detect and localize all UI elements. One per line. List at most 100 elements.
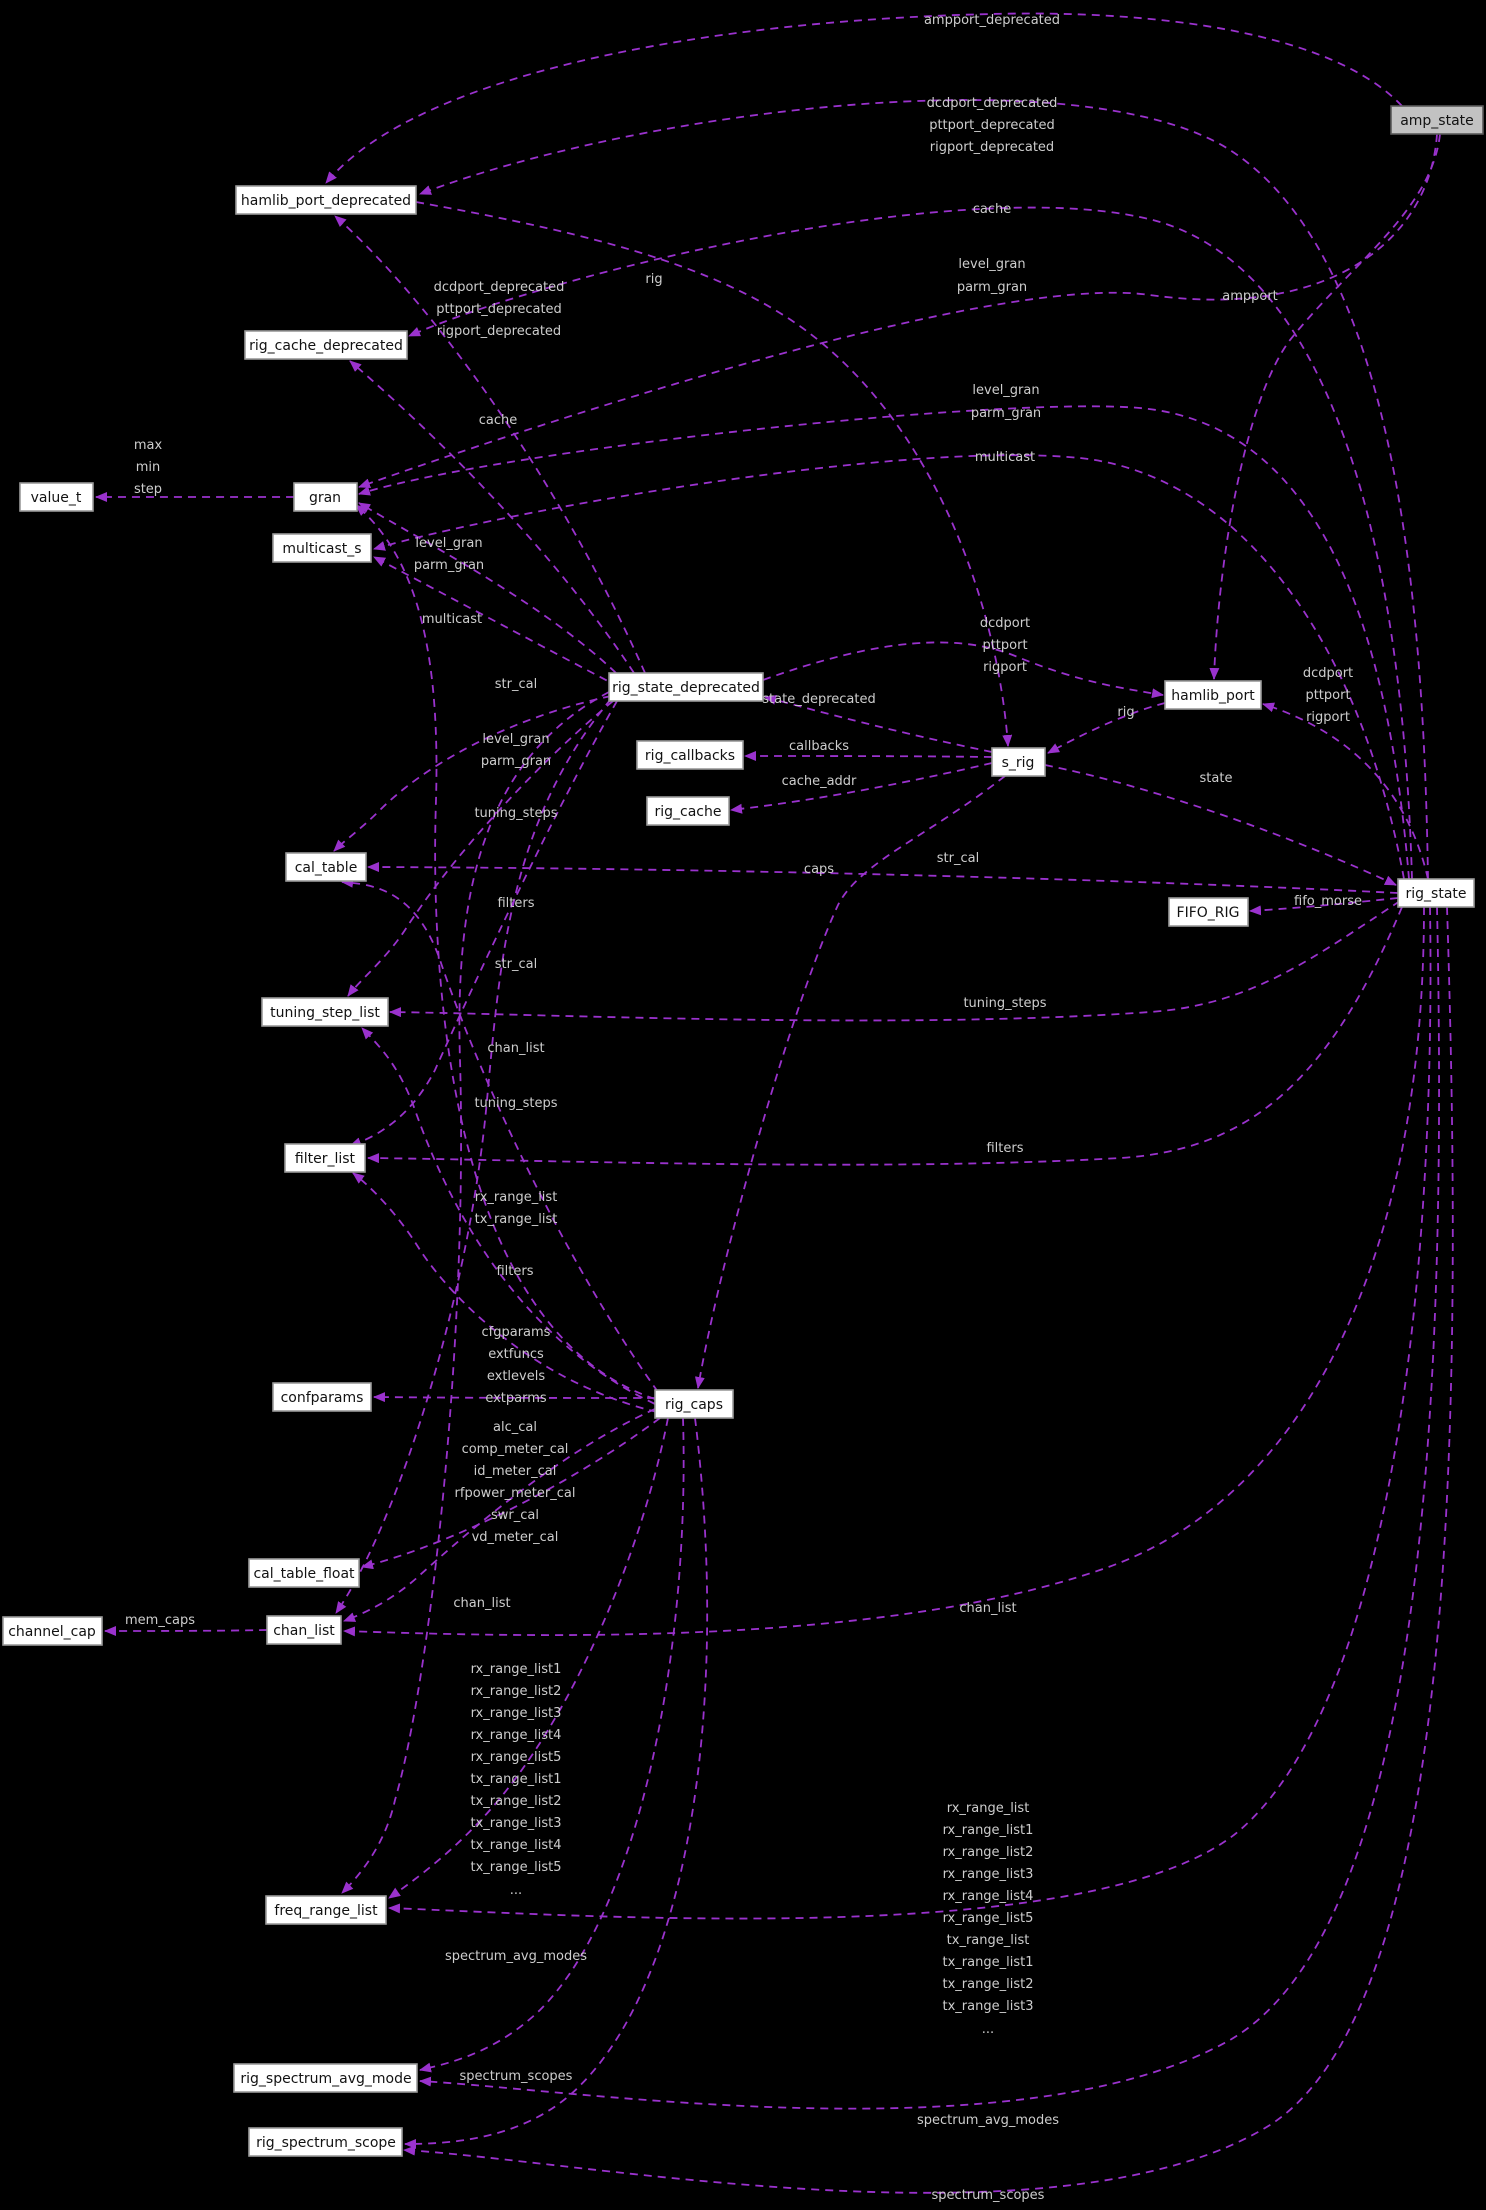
edge-rigstatedeprecated-hamlibport xyxy=(762,641,1164,699)
edge-label: tx_range_list4 xyxy=(471,1838,562,1853)
edge-rigstate-rigspectrumavgmode xyxy=(419,906,1440,2110)
node-hamlib-port-deprecated[interactable]: hamlib_port_deprecated xyxy=(235,185,417,215)
node-cal-table-float[interactable]: cal_table_float xyxy=(248,1558,360,1588)
edge-label: parm_gran xyxy=(481,754,551,769)
edge-label: rigport_deprecated xyxy=(930,140,1054,155)
node-confparams[interactable]: confparams xyxy=(272,1382,372,1412)
node-label: rig_spectrum_scope xyxy=(256,2135,396,2151)
node-label: freq_range_list xyxy=(274,1903,378,1919)
node-hamlib-port[interactable]: hamlib_port xyxy=(1164,680,1262,710)
node-label: gran xyxy=(309,490,341,506)
node-cal-table[interactable]: cal_table xyxy=(285,852,367,882)
edge-chanlist-channelcap xyxy=(104,1625,268,1636)
node-s-rig[interactable]: s_rig xyxy=(991,747,1046,777)
node-label: cal_table xyxy=(295,860,358,876)
edge-label: cache_addr xyxy=(782,774,857,789)
edge-label: tx_range_list3 xyxy=(471,1816,562,1831)
node-label: filter_list xyxy=(295,1151,356,1167)
node-freq-range-list[interactable]: freq_range_list xyxy=(265,1895,387,1925)
edge-labels: ampport_deprecated dcdport_deprecated pt… xyxy=(125,13,1362,2203)
node-rig-callbacks[interactable]: rig_callbacks xyxy=(636,740,744,770)
edge-label: ... xyxy=(982,2022,994,2037)
edge-rigcaps-chanlist xyxy=(343,1408,656,1622)
edge-ampstate-hamlibport xyxy=(1209,133,1441,680)
edge-rigstate-hamlibport xyxy=(1262,702,1429,880)
edge-label: ampport_deprecated xyxy=(924,13,1060,28)
edge-rigstate-freqrangelist xyxy=(388,906,1432,1920)
edge-label: id_meter_cal xyxy=(474,1464,557,1479)
edge-rigstate-rigspectrumscope xyxy=(403,906,1454,2194)
edge-label: vd_meter_cal xyxy=(472,1530,559,1545)
node-value-t[interactable]: value_t xyxy=(19,482,94,512)
node-rig-state-deprecated[interactable]: rig_state_deprecated xyxy=(608,672,764,702)
node-gran[interactable]: gran xyxy=(293,482,358,512)
node-label: amp_state xyxy=(1400,113,1474,129)
edge-rigstate-filterlist xyxy=(367,906,1403,1166)
edge-label: ampport xyxy=(1222,289,1278,304)
edge-label: chan_list xyxy=(959,1601,1016,1616)
node-rig-spectrum-avg-mode[interactable]: rig_spectrum_avg_mode xyxy=(233,2063,418,2093)
edge-rigstatedeprecated-filterlist xyxy=(349,700,618,1147)
node-rig-cache-deprecated[interactable]: rig_cache_deprecated xyxy=(244,330,408,360)
edge-label: rx_range_list xyxy=(947,1801,1030,1816)
node-multicast-s[interactable]: multicast_s xyxy=(272,533,372,563)
edge-label: rx_range_list2 xyxy=(471,1684,562,1699)
edge-rigcaps-caltablefloat xyxy=(361,1417,661,1570)
node-label: rig_callbacks xyxy=(645,748,735,764)
edge-label: rx_range_list4 xyxy=(943,1889,1034,1904)
node-label: s_rig xyxy=(1002,755,1035,771)
edge-rigstatedeprecated-freqrangelist xyxy=(341,691,610,1894)
edge-label: extparms xyxy=(485,1391,547,1406)
edge-srig-rigcache xyxy=(730,762,993,814)
node-rig-caps[interactable]: rig_caps xyxy=(654,1389,734,1419)
node-rig-state[interactable]: rig_state xyxy=(1397,878,1475,908)
node-label: FIFO_RIG xyxy=(1177,905,1240,921)
edge-rigstate-caltable xyxy=(367,862,1399,894)
node-tuning-step-list[interactable]: tuning_step_list xyxy=(261,997,389,1027)
edge-rigcaps-confparams xyxy=(373,1392,656,1403)
node-label: rig_cache xyxy=(655,804,722,820)
edge-label: spectrum_avg_modes xyxy=(445,1949,587,1964)
edge-label: pttport xyxy=(1305,688,1350,703)
edge-rigstate-gran xyxy=(358,405,1410,880)
node-channel-cap[interactable]: channel_cap xyxy=(2,1616,103,1646)
node-amp-state[interactable]: amp_state xyxy=(1390,105,1484,135)
edge-ampstate-hamlibportdeprecated xyxy=(325,12,1403,184)
edge-label: str_cal xyxy=(495,677,537,692)
edge-label: tx_range_list1 xyxy=(943,1955,1034,1970)
edge-ampstate-gran xyxy=(358,133,1438,489)
edge-label: rx_range_list5 xyxy=(471,1750,562,1765)
edge-label: min xyxy=(136,460,161,475)
edge-label: cache xyxy=(973,202,1012,217)
edge-label: cache xyxy=(479,413,518,428)
node-label: value_t xyxy=(31,490,82,506)
edge-label: rx_range_list4 xyxy=(471,1728,562,1743)
edge-label: pttport xyxy=(982,638,1027,653)
edge-label: parm_gran xyxy=(971,406,1041,421)
node-fifo-rig[interactable]: FIFO_RIG xyxy=(1168,897,1249,927)
edge-label: mem_caps xyxy=(125,1613,195,1628)
edge-srig-rigcaps xyxy=(694,775,1006,1389)
edge-label: tx_range_list3 xyxy=(943,1999,1034,2014)
node-chan-list[interactable]: chan_list xyxy=(266,1615,342,1645)
node-rig-spectrum-scope[interactable]: rig_spectrum_scope xyxy=(248,2127,403,2157)
edge-rigcaps-freqrangelist xyxy=(388,1417,669,1899)
edge-label: tx_range_list xyxy=(947,1933,1030,1948)
node-label: tuning_step_list xyxy=(270,1005,380,1021)
edge-rigstatedeprecated-gran xyxy=(358,502,617,674)
edge-label: rx_range_list1 xyxy=(943,1823,1034,1838)
node-rig-cache[interactable]: rig_cache xyxy=(646,796,730,826)
edge-rigstate-fiforig xyxy=(1249,897,1399,916)
edge-label: rigport_deprecated xyxy=(437,324,561,339)
node-filter-list[interactable]: filter_list xyxy=(284,1143,366,1173)
edge-label: rx_range_list1 xyxy=(471,1662,562,1677)
edge-label: filters xyxy=(496,1264,533,1279)
edge-label: rx_range_list3 xyxy=(471,1706,562,1721)
edge-label: spectrum_scopes xyxy=(932,2188,1045,2203)
edge-label: level_gran xyxy=(415,536,482,551)
node-label: rig_caps xyxy=(665,1397,723,1413)
nodes: amp_state hamlib_port_deprecated rig_cac… xyxy=(2,105,1484,2157)
edge-label: parm_gran xyxy=(957,280,1027,295)
edge-rigstate-multicasts xyxy=(373,454,1405,880)
